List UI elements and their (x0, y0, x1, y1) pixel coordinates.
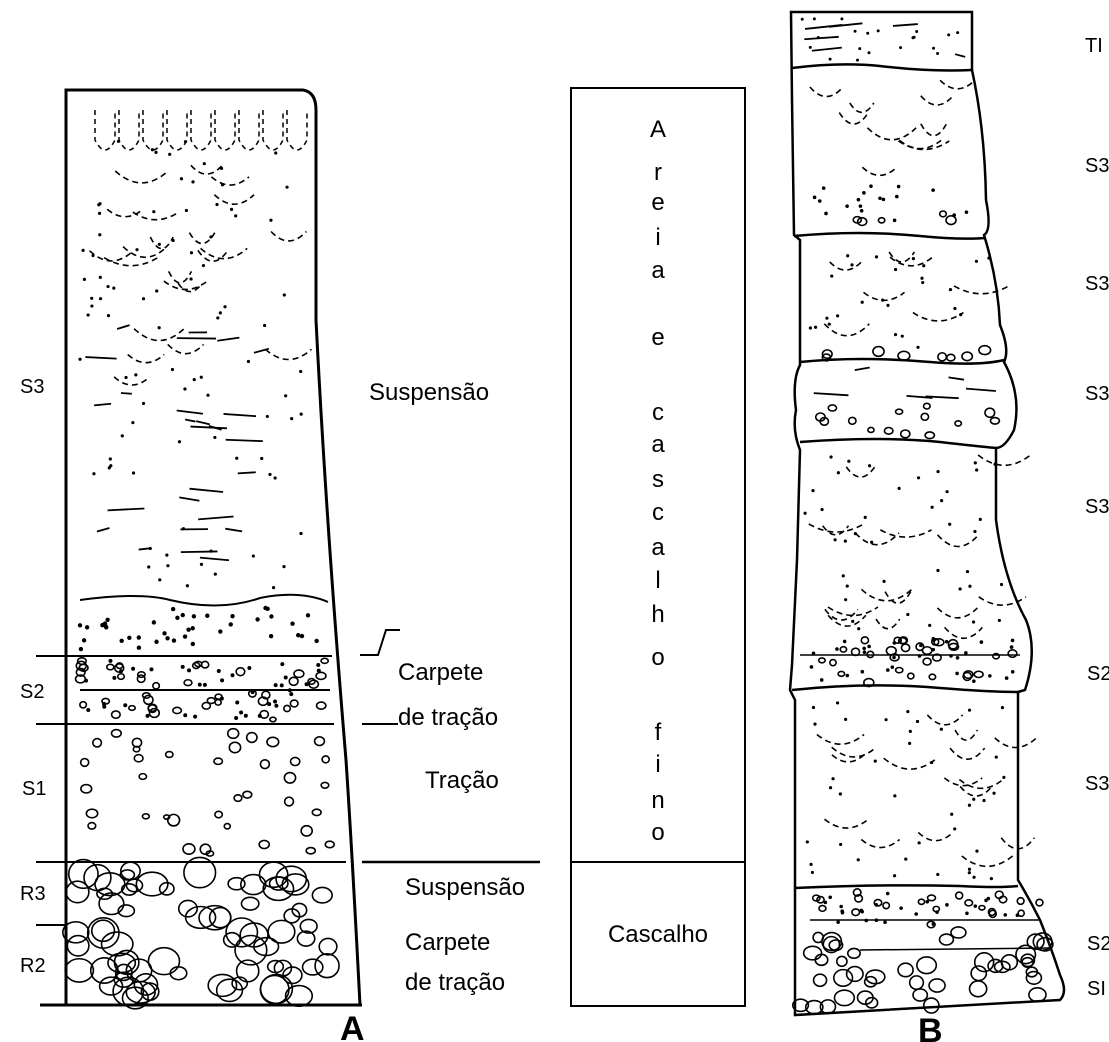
legend-letter: f (655, 719, 662, 746)
label-b-s2-1: S2 (1087, 663, 1109, 685)
label-carpete-upper-1: Carpete (398, 659, 483, 686)
legend-letter: i (655, 751, 660, 778)
label-b-t1: TI (1085, 35, 1103, 57)
carpete-indicator (360, 630, 400, 655)
legend-cascalho: Cascalho (608, 921, 708, 948)
legend-letter: a (651, 431, 665, 458)
legend-letter: a (651, 534, 665, 561)
label-b-s3-4: S3 (1085, 496, 1109, 518)
caption-a: A (340, 1010, 365, 1042)
label-a-r2: R2 (20, 955, 46, 977)
column-b-bed-boundaries (792, 64, 1018, 888)
label-b-s1: SI (1087, 978, 1106, 1000)
label-suspensao-lower: Suspensão (405, 874, 525, 901)
legend-letter: o (651, 819, 664, 846)
label-a-s3: S3 (20, 376, 44, 398)
boundary-s3-top-layer (80, 595, 328, 606)
legend-letter: c (652, 499, 664, 526)
legend-letter: i (655, 224, 660, 251)
column-a: S3 S2 S1 R3 R2 Suspensão Carpete de traç… (20, 90, 540, 1042)
legend-letter: l (655, 567, 660, 594)
label-b-s3-1: S3 (1085, 155, 1109, 177)
label-carpete-upper-2: de tração (398, 704, 498, 731)
legend-letter: r (654, 159, 662, 186)
label-a-s1: S1 (22, 778, 46, 800)
column-b-outline (790, 12, 1064, 1015)
caption-b: B (918, 1012, 943, 1042)
label-b-s3-3: S3 (1085, 383, 1109, 405)
legend-letter: a (651, 257, 665, 284)
column-b-fine-lines (800, 655, 1050, 950)
column-a-outline (66, 90, 360, 1005)
legend-letter: n (651, 787, 664, 814)
label-suspensao-upper: Suspensão (369, 379, 489, 406)
label-b-s3-2: S3 (1085, 273, 1109, 295)
column-b-texture (793, 17, 1053, 1013)
label-b-s3-5: S3 (1085, 773, 1109, 795)
column-b: TI S3 S3 S3 S3 S2 S3 S2 SI B (790, 12, 1109, 1042)
label-carpete-lower-1: Carpete (405, 929, 490, 956)
legend-letter: s (652, 466, 664, 493)
label-a-r3: R3 (20, 883, 46, 905)
label-b-s2-2: S2 (1087, 933, 1109, 955)
legend-letter: e (651, 324, 664, 351)
column-a-texture (63, 110, 339, 1009)
legend-letter: A (650, 116, 666, 143)
label-carpete-lower-2: de tração (405, 969, 505, 996)
legend-letter: e (651, 189, 664, 216)
label-tracao: Tração (425, 767, 499, 794)
legend-letter: h (651, 601, 664, 628)
legend-letter: c (652, 399, 664, 426)
label-a-s2: S2 (20, 681, 44, 703)
legend-letter: o (651, 644, 664, 671)
